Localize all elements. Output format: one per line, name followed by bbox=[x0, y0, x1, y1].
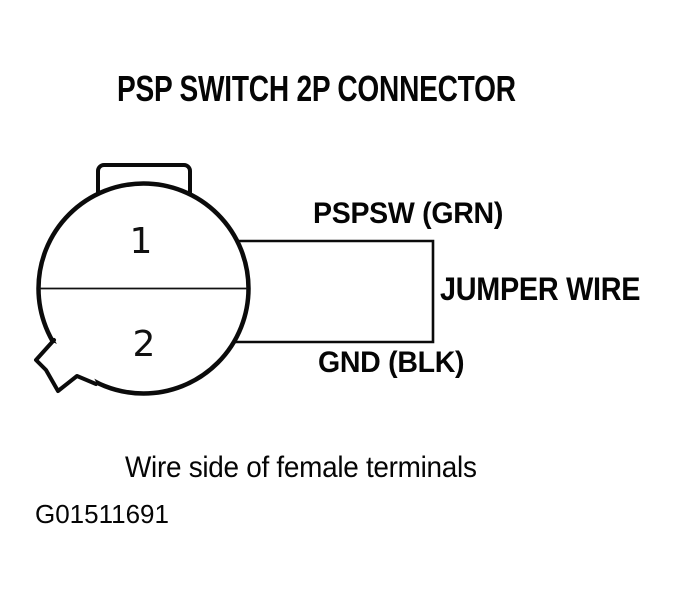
jumper-wire-outline bbox=[234, 239, 435, 344]
figure-id: G01511691 bbox=[35, 499, 169, 529]
jumper-wire-label: JUMPER WIRE bbox=[440, 271, 641, 307]
diagram-title: PSP SWITCH 2P CONNECTOR bbox=[117, 68, 516, 109]
pspsw-wire-label: PSPSW (GRN) bbox=[313, 197, 504, 230]
pin-2-label: 2 bbox=[133, 324, 156, 365]
keying-notch bbox=[34, 338, 98, 393]
pin-1-label: 1 bbox=[130, 221, 153, 262]
caption: Wire side of female terminals bbox=[125, 451, 477, 484]
gnd-wire-label: GND (BLK) bbox=[318, 346, 465, 379]
